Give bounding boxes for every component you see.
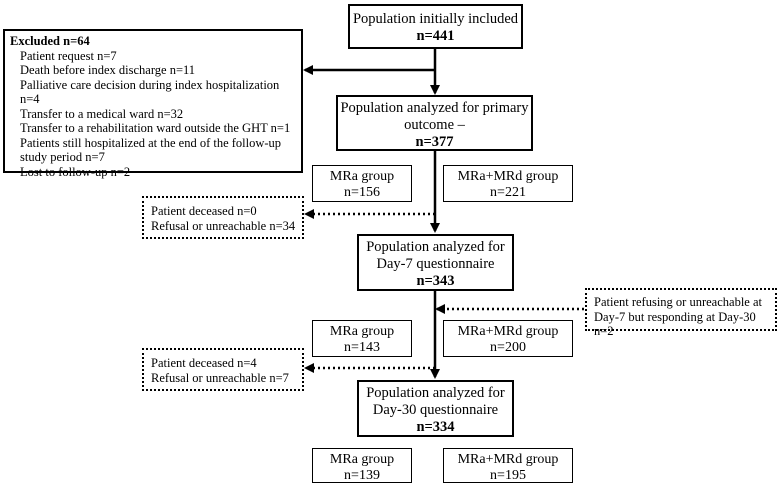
day30-line1: Population analyzed for: [366, 385, 505, 401]
box-primary-mrd: MRa+MRd group n=221: [443, 165, 573, 202]
box-day30-mrd: MRa+MRd group n=195: [443, 448, 573, 483]
day7-line1: Population analyzed for: [366, 239, 505, 255]
excluded-title: Excluded n=64: [10, 34, 90, 48]
lost7-line1: Patient deceased n=0: [151, 204, 257, 218]
excluded-item: Transfer to a medical ward n=32: [20, 106, 184, 121]
group-label: MRa group: [329, 452, 395, 467]
primary-n: n=377: [415, 134, 454, 150]
excluded-item: Patients still hospitalized at the end o…: [20, 135, 282, 150]
day7-n: n=343: [416, 273, 455, 289]
group-n: n=156: [344, 185, 380, 200]
excluded-item: Death before index discharge n=11: [20, 63, 196, 77]
box-day7-mrd: MRa+MRd group n=200: [443, 320, 573, 357]
lost30-line1: Patient deceased n=4: [151, 356, 257, 370]
box-day30-mra: MRa group n=139: [312, 448, 412, 483]
group-n: n=221: [490, 185, 526, 200]
group-label: MRa group: [329, 324, 395, 339]
box-excluded: Excluded n=64 Patient request n=7 Death …: [3, 29, 303, 179]
box-day30: Population analyzed for Day-30 questionn…: [357, 380, 514, 437]
group-n: n=195: [490, 468, 526, 483]
day30-n: n=334: [416, 419, 455, 435]
group-n: n=143: [344, 340, 380, 355]
day7-line2: Day-7 questionnaire: [376, 256, 495, 272]
excluded-item: Transfer to a rehabilitation ward outsid…: [20, 121, 291, 135]
excluded-item: Lost to follow-up n=2: [20, 164, 131, 179]
box-lost-day30: Patient deceased n=4 Refusal or unreacha…: [142, 348, 304, 391]
refusing-line2: Day-7 but responding at Day-30 n=2: [594, 309, 756, 339]
group-label: MRa+MRd group: [457, 324, 559, 339]
day30-line2: Day-30 questionnaire: [372, 402, 499, 418]
initial-title: Population initially included: [352, 11, 519, 27]
primary-line2: outcome –: [404, 117, 465, 133]
primary-line1: Population analyzed for primary: [340, 100, 529, 116]
box-day7: Population analyzed for Day-7 questionna…: [357, 234, 514, 291]
box-initial: Population initially included n=441: [348, 4, 523, 49]
initial-n: n=441: [416, 28, 455, 44]
excluded-item: Patient request n=7: [20, 48, 117, 63]
group-n: n=200: [490, 340, 526, 355]
excluded-item: study period n=7: [20, 150, 105, 164]
box-day7-mra: MRa group n=143: [312, 320, 412, 357]
box-lost-day7: Patient deceased n=0 Refusal or unreacha…: [142, 196, 304, 239]
group-label: MRa+MRd group: [457, 169, 559, 184]
box-primary: Population analyzed for primary outcome …: [336, 95, 533, 151]
box-refusing: Patient refusing or unreachable at Day-7…: [585, 288, 777, 338]
lost7-line2: Refusal or unreachable n=34: [151, 218, 296, 233]
refusing-line1: Patient refusing or unreachable at: [594, 295, 762, 309]
group-n: n=139: [344, 468, 380, 483]
lost30-line2: Refusal or unreachable n=7: [151, 370, 289, 385]
group-label: MRa+MRd group: [457, 452, 559, 467]
box-primary-mra: MRa group n=156: [312, 165, 412, 202]
excluded-item: Palliative care decision during index ho…: [20, 77, 280, 107]
group-label: MRa group: [329, 169, 395, 184]
